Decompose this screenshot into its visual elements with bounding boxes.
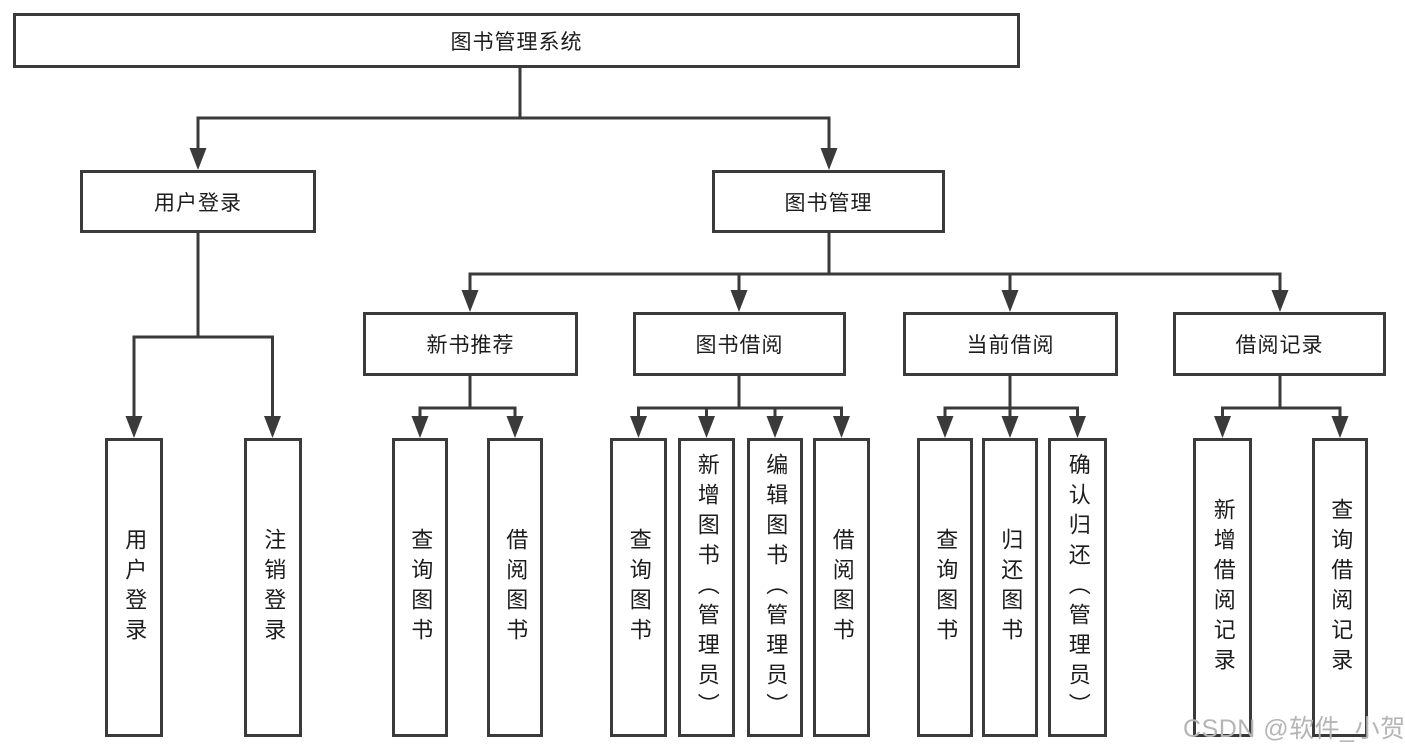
leaf-user-login-label: 用户登录 xyxy=(122,527,148,648)
csdn-watermark: CSDN @软件_小贺同学 xyxy=(1183,715,1405,743)
arrowhead-down-icon xyxy=(506,416,524,438)
node-user-login: 用户登录 xyxy=(80,170,316,233)
leaf-records-add-record: 新增借阅记录 xyxy=(1193,438,1252,737)
leaf-current-query-books-label: 查询图书 xyxy=(933,527,959,648)
arrowhead-down-icon xyxy=(1331,416,1349,438)
node-book-management: 图书管理 xyxy=(712,170,945,233)
arrowhead-down-icon xyxy=(189,148,207,170)
leaf-borrowing-edit-books-admin: 编辑图书（管理员） xyxy=(747,438,803,737)
leaf-borrowing-add-books-admin-label: 新增图书（管理员） xyxy=(694,452,720,723)
leaf-borrowing-add-books-admin: 新增图书（管理员） xyxy=(678,438,735,737)
node-book-borrowing-label: 图书借阅 xyxy=(695,334,784,357)
arrowhead-down-icon xyxy=(1069,416,1086,438)
leaf-borrowing-edit-books-admin-label: 编辑图书（管理员） xyxy=(763,452,789,723)
leaf-borrowing-query-books: 查询图书 xyxy=(610,438,667,737)
arrowhead-down-icon xyxy=(730,290,748,312)
leaf-current-query-books: 查询图书 xyxy=(917,438,973,737)
node-user-login-label: 用户登录 xyxy=(154,191,242,215)
leaf-recommend-borrow-books-label: 借阅图书 xyxy=(503,527,529,648)
leaf-borrowing-borrow-books: 借阅图书 xyxy=(813,438,870,737)
leaf-recommend-query-books: 查询图书 xyxy=(392,438,448,737)
node-book-management-label: 图书管理 xyxy=(784,191,873,215)
leaf-logout: 注销登录 xyxy=(244,438,302,737)
node-borrowing-records-label: 借阅记录 xyxy=(1235,334,1324,357)
leaf-records-query-record-label: 查询借阅记录 xyxy=(1328,497,1354,678)
leaf-borrowing-borrow-books-label: 借阅图书 xyxy=(829,527,855,648)
arrowhead-down-icon xyxy=(820,148,838,170)
arrowhead-down-icon xyxy=(766,416,784,438)
arrowhead-down-icon xyxy=(461,290,479,312)
leaf-current-confirm-return-admin: 确认归还（管理员） xyxy=(1048,438,1107,737)
node-library-system: 图书管理系统 xyxy=(13,13,1020,68)
node-current-borrowing: 当前借阅 xyxy=(903,312,1118,376)
leaf-current-return-books-label: 归还图书 xyxy=(998,527,1024,648)
leaf-logout-label: 注销登录 xyxy=(261,527,287,648)
leaf-records-query-record: 查询借阅记录 xyxy=(1312,438,1368,737)
arrowhead-down-icon xyxy=(936,416,954,438)
arrowhead-down-icon xyxy=(125,416,143,438)
node-current-borrowing-label: 当前借阅 xyxy=(966,334,1055,357)
arrowhead-down-icon xyxy=(833,416,850,438)
leaf-borrowing-query-books-label: 查询图书 xyxy=(626,527,652,648)
node-book-borrowing: 图书借阅 xyxy=(633,312,846,376)
leaf-current-confirm-return-admin-label: 确认归还（管理员） xyxy=(1065,452,1091,723)
leaf-user-login: 用户登录 xyxy=(105,438,163,737)
node-new-book-recommend: 新书推荐 xyxy=(363,312,578,376)
leaf-current-return-books: 归还图书 xyxy=(982,438,1038,737)
arrowhead-down-icon xyxy=(1214,416,1231,438)
node-borrowing-records: 借阅记录 xyxy=(1173,312,1386,376)
arrowhead-down-icon xyxy=(630,416,647,438)
arrowhead-down-icon xyxy=(1001,416,1019,438)
leaf-recommend-borrow-books: 借阅图书 xyxy=(487,438,543,737)
arrowhead-down-icon xyxy=(264,416,281,438)
arrowhead-down-icon xyxy=(698,416,715,438)
node-library-system-label: 图书管理系统 xyxy=(450,30,583,54)
leaf-records-add-record-label: 新增借阅记录 xyxy=(1210,497,1236,678)
arrowhead-down-icon xyxy=(1001,290,1019,312)
arrowhead-down-icon xyxy=(411,416,429,438)
leaf-recommend-query-books-label: 查询图书 xyxy=(408,527,434,648)
arrowhead-down-icon xyxy=(1271,290,1289,312)
node-new-book-recommend-label: 新书推荐 xyxy=(426,334,515,357)
